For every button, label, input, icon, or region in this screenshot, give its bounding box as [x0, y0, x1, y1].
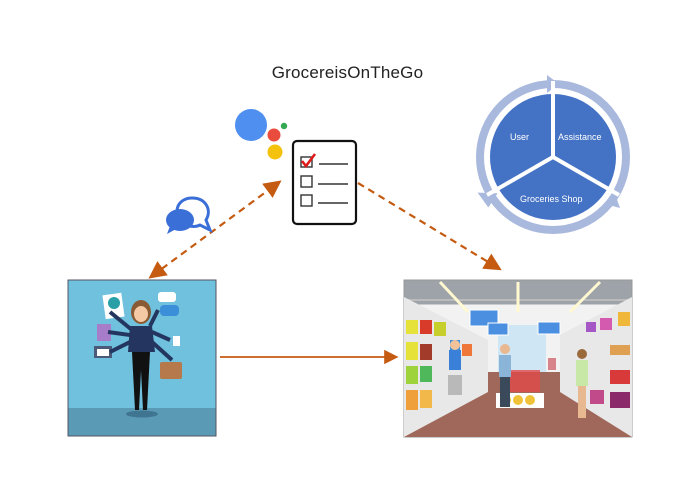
cycle-label-assistance: Assistance: [558, 132, 602, 142]
dashed-arrow-user-to-checklist: [148, 180, 282, 279]
cycle-label-groceries-shop: Groceries Shop: [520, 194, 583, 204]
cycle-label-user: User: [510, 132, 530, 142]
dashed-arrow-checklist-to-shop: [357, 182, 502, 271]
diagram-title: GrocereisOnTheGo: [271, 63, 424, 82]
